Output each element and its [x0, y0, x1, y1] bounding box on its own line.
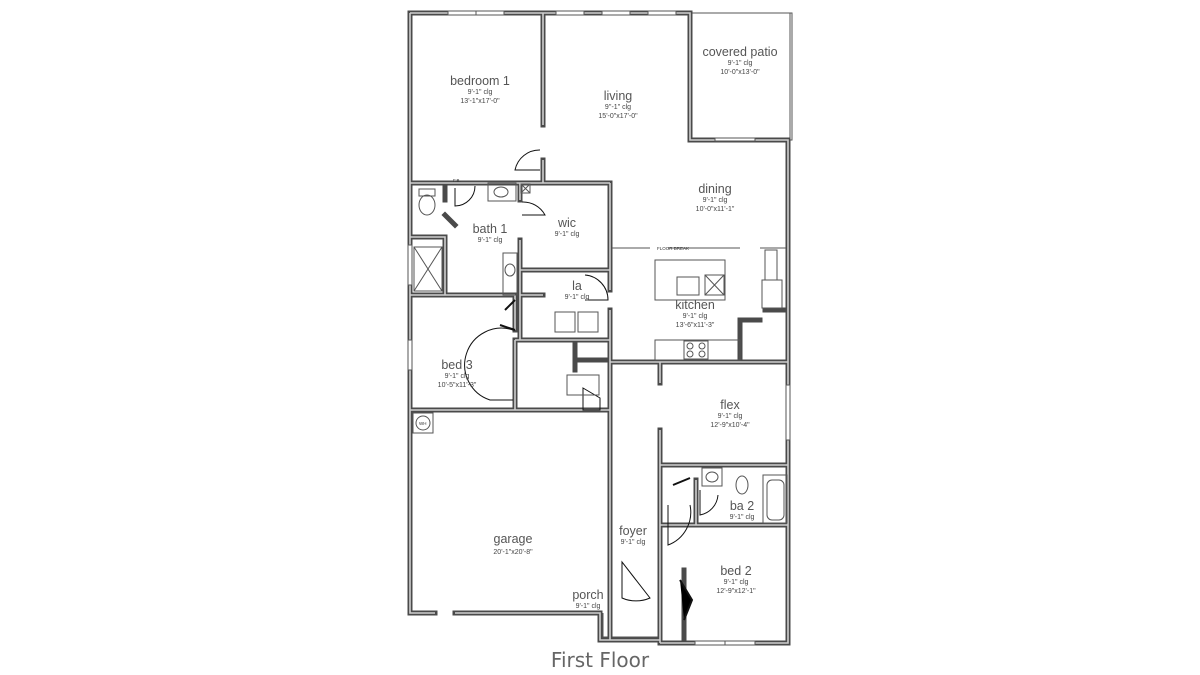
bed3-door	[464, 327, 514, 401]
room-ceiling: 9'-1" clg	[621, 539, 646, 546]
room-name: dining	[698, 182, 731, 196]
room-ceiling: 9'-1" clg	[445, 373, 470, 380]
window	[555, 10, 585, 16]
sink-icon	[504, 263, 516, 277]
window	[785, 384, 791, 441]
room-size: 13'-6"x11'-3"	[676, 322, 715, 329]
window	[694, 640, 726, 646]
room-size: 20'-1"x20'-8"	[493, 549, 533, 556]
room-name: foyer	[619, 524, 647, 538]
room-name: garage	[494, 532, 533, 546]
room-name: porch	[572, 588, 603, 602]
bath1-door	[454, 185, 476, 207]
bathtub-icon	[762, 474, 788, 524]
doors	[454, 149, 719, 621]
room-size: 12'-9"x10'-4"	[710, 422, 750, 429]
room-name: covered patio	[702, 45, 777, 59]
window	[647, 10, 677, 16]
window	[724, 640, 756, 646]
walls	[407, 10, 791, 646]
patio-slider-door	[714, 137, 756, 142]
toilet-icon	[418, 194, 436, 216]
room-name: flex	[720, 398, 740, 412]
counter	[654, 339, 741, 361]
floor-caption: First Floor	[550, 648, 650, 672]
covered-patio-outline	[689, 12, 793, 141]
room-ceiling: 9''-1" clg	[605, 104, 631, 111]
room-size: 13'-1"x17'-0"	[460, 98, 500, 105]
room-size: 15'-0"x17'-0"	[598, 113, 638, 120]
room-ceiling: 9'-1" clg	[468, 89, 493, 96]
ba2-door	[699, 490, 719, 516]
room-ceiling: 9'-1" clg	[730, 514, 755, 521]
washer-icon	[554, 311, 576, 333]
room-ceiling: 9'-1" clg	[683, 313, 708, 320]
room-ceiling: 9'-1" clg	[565, 294, 590, 301]
room-ceiling: 9'-1" clg	[724, 579, 749, 586]
room-ceiling: 9'-1" clg	[478, 237, 503, 244]
hall-door	[582, 387, 601, 411]
la-door	[584, 274, 609, 301]
room-name: ba 2	[730, 499, 754, 513]
room-size: 10'-0"x13'-0"	[720, 69, 760, 76]
room-ceiling: 9'-1" clg	[728, 60, 753, 67]
sink-icon	[487, 182, 517, 202]
window	[407, 339, 413, 371]
toilet-icon	[735, 475, 749, 495]
room-size: 12'-9"x12'-1"	[716, 588, 756, 595]
room-size: 10'-5"x11'-3"	[438, 382, 477, 389]
room-name: wic	[557, 216, 576, 230]
bedroom1-door	[514, 149, 541, 171]
dryer-icon	[577, 311, 599, 333]
room-ceiling: 9'-1" clg	[703, 197, 728, 204]
floor-break-label: FLOOR BREAK	[657, 246, 689, 251]
room-name: bed 3	[441, 358, 472, 372]
wic-door	[521, 201, 546, 216]
room-name: kitchen	[675, 298, 715, 312]
refrigerator-icon	[761, 279, 783, 309]
room-ceiling: 9'-1" clg	[718, 413, 743, 420]
water-heater-label: WH	[419, 421, 427, 426]
room-name: bath 1	[473, 222, 508, 236]
room-ceiling: 9'-1" clg	[576, 603, 601, 610]
window	[407, 244, 413, 286]
window	[447, 10, 477, 16]
room-name: la	[572, 279, 582, 293]
room-name: living	[604, 89, 633, 103]
room-name: bedroom 1	[450, 74, 510, 88]
sink-icon	[701, 467, 723, 487]
shelf	[566, 374, 600, 396]
window	[601, 10, 631, 16]
room-name: bed 2	[720, 564, 751, 578]
room-size: 10'-0"x11'-1"	[696, 206, 735, 213]
window	[475, 10, 505, 16]
water-heater-icon	[415, 415, 431, 431]
kitchen-island	[654, 259, 726, 301]
dishwasher-icon	[704, 274, 725, 296]
bed2-door	[667, 504, 692, 546]
fixtures	[412, 182, 788, 524]
front-door	[621, 560, 651, 602]
range-icon	[683, 340, 709, 360]
room-ceiling: 9'-1" clg	[555, 231, 580, 238]
room-labels: bedroom 1 9'-1" clg 13'-1"x17'-0" living…	[419, 45, 778, 610]
sink-icon	[676, 276, 700, 296]
shower-icon	[413, 246, 443, 292]
fb-label: F.B.	[453, 178, 461, 183]
windows	[407, 10, 791, 646]
